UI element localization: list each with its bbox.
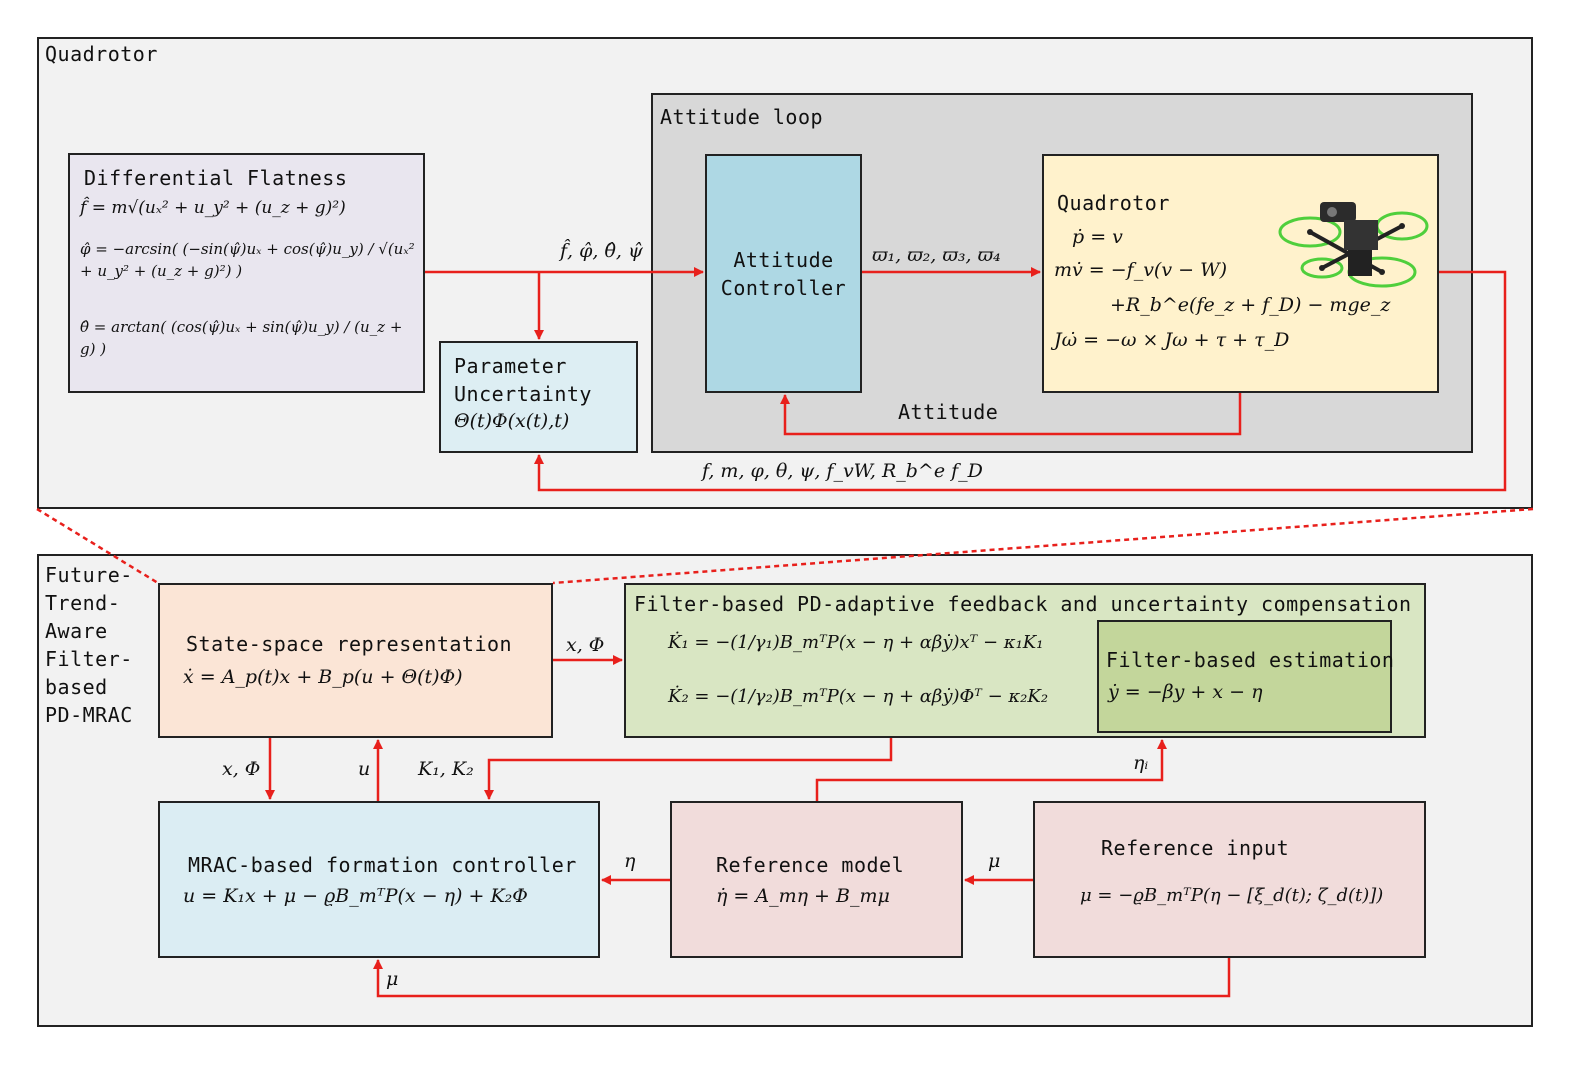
reference-model-eq: η̇ = A_mη + B_mμ	[716, 885, 890, 907]
differential-flatness-title: Differential Flatness	[84, 166, 348, 190]
parameter-uncertainty-label-1: Parameter	[454, 354, 567, 378]
label-u: u	[358, 758, 371, 780]
parameter-uncertainty-label-2: Uncertainty	[454, 382, 592, 406]
label-state-feedback: f, m, φ, θ, ψ, f_vW, R_b^e f_D	[702, 460, 983, 482]
quadrotor-eq-4: Jω̇ = −ω × Jω + τ + τ_D	[1054, 329, 1290, 351]
quadrotor-eq-1: ṗ = v	[1072, 226, 1123, 248]
label-mu-mid: μ	[988, 850, 1001, 872]
pd-mrac-title-6: PD-MRAC	[45, 703, 133, 727]
label-attitude-feedback: Attitude	[898, 400, 999, 424]
flatness-eq-f: f̂ = m√(uₓ² + u_y² + (u_z + g)²)	[80, 198, 346, 218]
filter-pd-title: Filter-based PD-adaptive feedback and un…	[634, 592, 1412, 616]
label-flat-outputs: f̂, φ̂, θ̂, ψ̂	[560, 240, 643, 262]
attitude-loop-title: Attitude loop	[660, 105, 824, 129]
reference-model-box	[670, 801, 963, 958]
label-motor-speeds: ϖ₁, ϖ₂, ϖ₃, ϖ₄	[872, 244, 1001, 266]
differential-flatness-box	[68, 153, 425, 393]
label-k1-k2: K₁, K₂	[418, 758, 474, 780]
state-space-eq: ẋ = A_p(t)x + B_p(u + Θ(t)Φ)	[183, 666, 463, 688]
reference-model-title: Reference model	[716, 853, 905, 877]
mrac-controller-title: MRAC-based formation controller	[188, 853, 577, 877]
quadrotor-drone-icon	[1278, 202, 1429, 288]
filter-estimation-eq: ẏ = −βy + x − η	[1108, 681, 1263, 703]
pd-mrac-title-4: Filter-	[45, 647, 133, 671]
attitude-controller-label-2: Controller	[720, 276, 847, 300]
quadrotor-panel-title: Quadrotor	[45, 42, 158, 66]
flatness-eq-theta: θ̂ = arctan( (cos(ψ̂)uₓ + sin(ψ̂)u_y) / …	[80, 318, 403, 358]
arrow-attitude-feedback	[780, 393, 1242, 436]
mrac-controller-box	[158, 801, 600, 958]
pd-mrac-title-1: Future-	[45, 563, 133, 587]
filter-pd-eq-2: K̇₂ = −(1/γ₂)B_mᵀP(x − η + αβẏ)Φᵀ − κ₂K₂	[668, 686, 1049, 707]
quadrotor-eq-3: +R_b^e(fe_z + f_D) − mge_z	[1110, 294, 1391, 316]
parameter-uncertainty-eq: Θ(t)Φ(x(t),t)	[454, 410, 570, 432]
label-x-phi-down: x, Φ	[222, 758, 261, 780]
filter-pd-eq-1: K̇₁ = −(1/γ₁)B_mᵀP(x − η + αβẏ)xᵀ − κ₁K₁	[668, 632, 1044, 653]
pd-mrac-title-5: based	[45, 675, 108, 699]
arrow-state-feedback	[534, 270, 1507, 492]
reference-input-title: Reference input	[1101, 836, 1290, 860]
arrow-input-to-mrac	[373, 958, 1231, 998]
zoom-line-right	[552, 507, 1534, 585]
state-space-box	[158, 583, 553, 738]
quadrotor-model-box	[1042, 154, 1439, 393]
flatness-eq-phi: φ̂ = −arcsin( (−sin(ψ̂)uₓ + cos(ψ̂)u_y) …	[80, 240, 415, 280]
reference-input-eq: μ = −ϱB_mᵀP(η − [ξ_d(t); ζ_d(t)])	[1080, 885, 1384, 906]
quadrotor-model-title: Quadrotor	[1057, 191, 1170, 215]
zoom-line-left	[36, 507, 159, 585]
filter-estimation-title: Filter-based estimation	[1106, 648, 1395, 672]
pd-mrac-title-2: Trend-	[45, 591, 121, 615]
filter-estimation-box	[1097, 620, 1392, 733]
pd-mrac-title-3: Aware	[45, 619, 108, 643]
arrow-refmodel-to-filter	[815, 739, 1167, 801]
state-space-title: State-space representation	[186, 632, 513, 656]
reference-input-box	[1033, 801, 1426, 958]
label-mu-bottom: μ	[386, 968, 399, 990]
mrac-controller-eq: u = K₁x + μ − ϱB_mᵀP(x − η) + K₂Φ	[183, 885, 528, 907]
label-eta: η	[624, 850, 636, 872]
parameter-uncertainty-box	[439, 341, 638, 453]
quadrotor-eq-2: mv̇ = −f_v(v − W)	[1054, 259, 1228, 281]
arrow-filter-to-mrac	[484, 738, 893, 800]
label-eta-i: ηᵢ	[1133, 752, 1149, 774]
label-x-phi-right: x, Φ	[566, 634, 605, 656]
attitude-controller-label-1: Attitude	[733, 248, 834, 272]
attitude-controller-box	[705, 154, 862, 393]
